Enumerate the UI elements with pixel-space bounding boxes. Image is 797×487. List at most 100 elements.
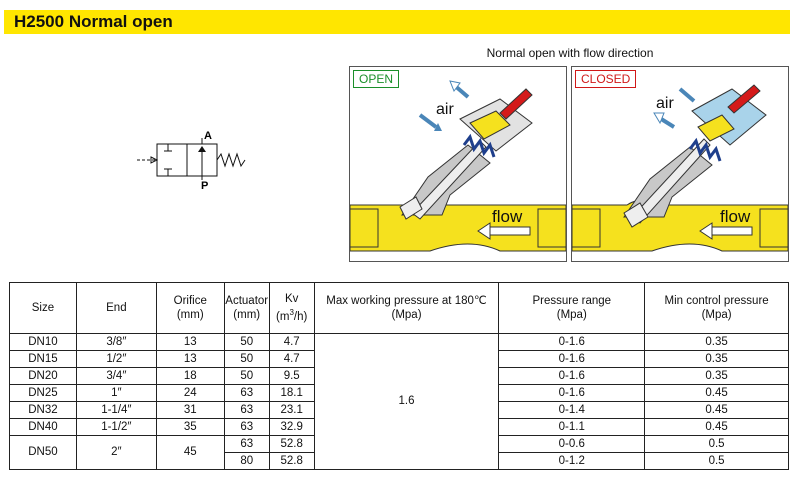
table-row: DN50 2″ 45 63 52.8 0-0.6 0.5	[9, 435, 789, 470]
valve-symbol: A P	[137, 130, 246, 192]
cell-size: DN32	[9, 401, 77, 419]
header-orifice-label: Orifice	[173, 295, 207, 307]
cell-actuator: 50	[223, 333, 270, 351]
cell-kv: 4.7	[268, 333, 315, 351]
header-actuator: Actuator (mm)	[223, 282, 270, 334]
table-row: DN25 1″ 24 63 18.1 0-1.6 0.45	[9, 384, 789, 402]
page-title: H2500 Normal open	[14, 12, 173, 31]
open-badge: OPEN	[353, 70, 400, 88]
symbol-box-left	[156, 143, 188, 177]
header-orifice-unit: (mm)	[176, 309, 204, 321]
cell-actuator: 80	[223, 452, 270, 470]
cell-end: 1-1/4″	[75, 401, 157, 419]
table-row: DN20 3/4″ 18 50 9.5 0-1.6 0.35	[9, 367, 789, 385]
closed-state-panel: CLOSED air flow	[571, 66, 789, 262]
closed-badge: CLOSED	[575, 70, 637, 88]
cell-kv: 23.1	[268, 401, 315, 419]
cell-actuator: 63	[223, 418, 270, 436]
closed-air-label: air	[656, 95, 674, 112]
cell-range: 0-0.6	[498, 435, 646, 453]
header-pressure-range: Pressure range (Mpa)	[498, 282, 646, 334]
cell-max-pressure: 1.6	[313, 333, 500, 470]
cell-min: 0.35	[644, 367, 789, 385]
port-label-a: A	[204, 130, 212, 142]
symbol-box-right	[186, 138, 218, 180]
table-row: 80 52.8 0-1.2 0.5	[10, 452, 789, 470]
open-state-panel: OPEN air flow	[349, 66, 567, 262]
header-end: End	[75, 282, 157, 334]
header-kv-unit-post: /h)	[293, 310, 308, 323]
header-kv-label: Kv	[284, 293, 299, 306]
header-size: Size	[9, 282, 77, 334]
cell-min: 0.45	[644, 401, 789, 419]
cell-end: 1-1/2″	[75, 418, 157, 436]
open-valve-drawing	[350, 80, 566, 252]
cell-end: 2″	[75, 435, 157, 470]
cell-range: 0-1.6	[498, 350, 646, 368]
title-bar: H2500 Normal open	[4, 10, 790, 34]
cell-range: 0-1.6	[498, 384, 646, 402]
open-flow-label: flow	[492, 207, 523, 226]
cell-kv: 9.5	[268, 367, 315, 385]
port-label-p: P	[201, 180, 208, 192]
header-max-pressure-unit: (Mpa)	[391, 309, 422, 321]
cell-kv: 52.8	[268, 452, 315, 470]
header-kv: Kv (m3/h)	[268, 282, 315, 334]
header-end-label: End	[106, 302, 127, 314]
cell-size: DN25	[9, 384, 77, 402]
header-pressure-range-unit: (Mpa)	[556, 309, 587, 321]
closed-valve-drawing	[572, 84, 788, 252]
cell-size: DN20	[9, 367, 77, 385]
open-air-label: air	[436, 101, 454, 118]
cell-min: 0.45	[644, 418, 789, 436]
cell-size: DN15	[9, 350, 77, 368]
closed-flow-label: flow	[720, 207, 751, 226]
cell-size: DN40	[9, 418, 77, 436]
cell-range: 0-1.1	[498, 418, 646, 436]
header-pressure-range-label: Pressure range	[532, 295, 612, 307]
cell-orifice: 13	[155, 350, 225, 368]
header-kv-unit-pre: (m	[276, 310, 290, 323]
header-size-label: Size	[31, 302, 55, 314]
spring-icon	[216, 152, 246, 168]
cell-actuator: 50	[223, 350, 270, 368]
cell-end: 3/4″	[75, 367, 157, 385]
header-min-control-label: Min control pressure	[664, 295, 769, 307]
pilot-line	[137, 156, 159, 164]
cell-orifice: 35	[155, 418, 225, 436]
cell-end: 3/8″	[75, 333, 157, 351]
cell-kv: 4.7	[268, 350, 315, 368]
cell-range: 0-1.6	[498, 333, 646, 351]
cell-kv: 32.9	[268, 418, 315, 436]
cell-min: 0.45	[644, 384, 789, 402]
cell-min: 0.35	[644, 333, 789, 351]
cell-actuator: 50	[223, 367, 270, 385]
cell-min: 0.5	[644, 452, 789, 470]
cell-size: DN50	[9, 435, 77, 470]
cell-range: 0-1.6	[498, 367, 646, 385]
cell-actuator: 63	[223, 435, 270, 453]
cell-actuator: 63	[223, 401, 270, 419]
table-row: DN10 3/8″ 13 50 4.7 1.6 0-1.6 0.35	[9, 333, 789, 470]
cell-orifice: 24	[155, 384, 225, 402]
cell-orifice: 31	[155, 401, 225, 419]
cell-size: DN10	[9, 333, 77, 351]
cell-kv: 52.8	[268, 435, 315, 453]
header-actuator-label: Actuator	[225, 295, 269, 307]
header-orifice: Orifice (mm)	[155, 282, 225, 334]
cell-min: 0.35	[644, 350, 789, 368]
header-min-control-unit: (Mpa)	[701, 309, 732, 321]
header-min-control: Min control pressure (Mpa)	[644, 282, 789, 334]
cell-range: 0-1.2	[498, 452, 646, 470]
diagram-caption: Normal open with flow direction	[486, 46, 654, 60]
cell-end: 1/2″	[75, 350, 157, 368]
spec-table: Size End Orifice (mm) Actuator (mm) Kv (…	[9, 282, 789, 470]
cell-orifice: 13	[155, 333, 225, 351]
cell-min: 0.5	[644, 435, 789, 453]
header-max-pressure: Max working pressure at 180℃ (Mpa)	[313, 282, 500, 334]
cell-orifice: 18	[155, 367, 225, 385]
header-max-pressure-label: Max working pressure at 180℃	[326, 295, 487, 307]
table-row: DN32 1-1/4″ 31 63 23.1 0-1.4 0.45	[9, 401, 789, 419]
header-actuator-unit: (mm)	[233, 309, 261, 321]
table-header-row: Size End Orifice (mm) Actuator (mm) Kv (…	[9, 282, 789, 334]
